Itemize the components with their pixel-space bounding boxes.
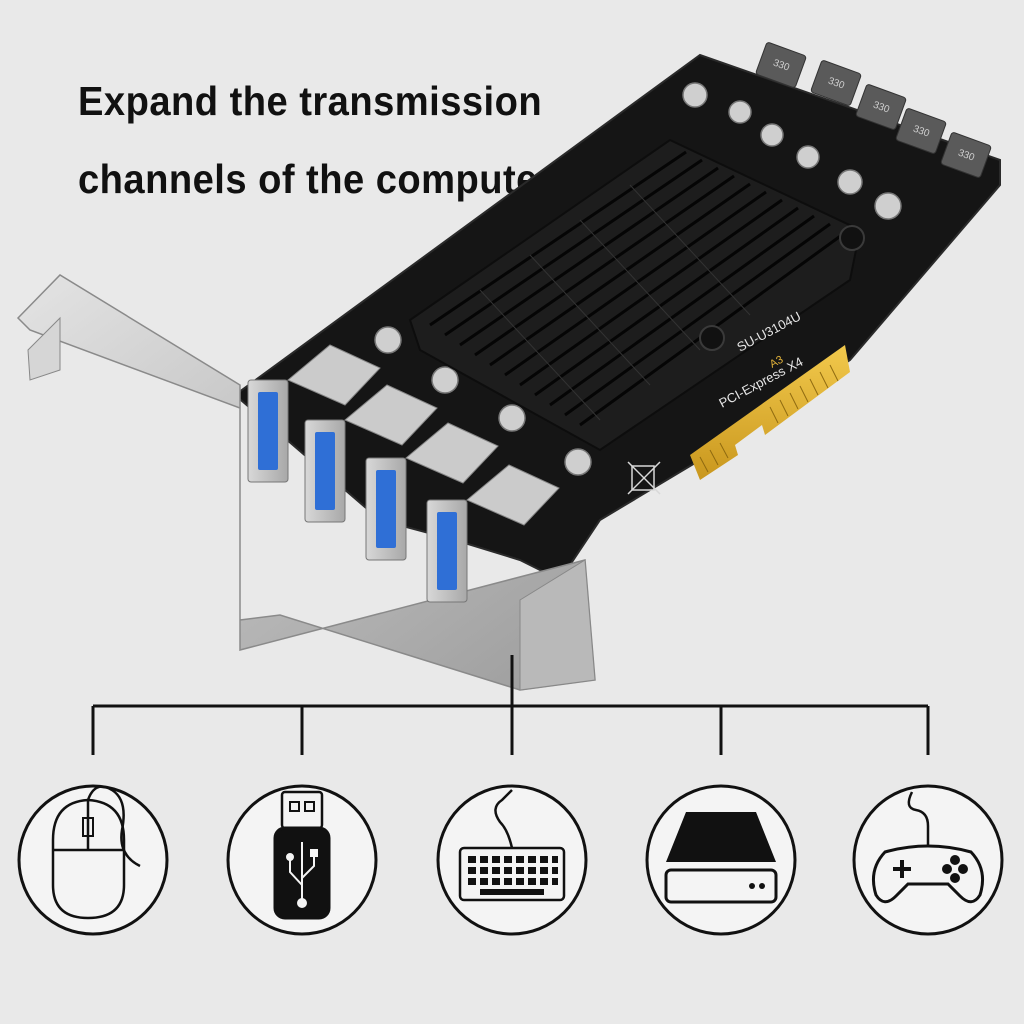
heatsink [408,138,865,452]
headline-line-2: channels of the computer [78,156,554,202]
inductor-row [755,42,992,178]
pcie-card: 330 330 330 330 330 [233,42,1001,582]
device-icon-row [17,784,1004,936]
heatsink-pin-2 [839,225,865,251]
weee-mark-icon [627,461,661,495]
metal-bracket [16,274,596,691]
pcie-gold-connector [690,345,850,480]
headline-line-1: Expand the transmission [78,78,543,124]
mouse-icon [17,784,169,936]
keyboard-icon [436,784,588,936]
hard-drive-icon [645,784,797,936]
usb-port-3 [365,422,499,561]
gamepad-icon [852,784,1004,936]
headline: Expand the transmission channels of the … [78,62,553,218]
usb-port-4 [426,464,560,603]
connection-tree [91,655,930,755]
usb-port-1 [247,344,381,483]
usb-ports [247,344,560,603]
usb-port-2 [304,384,438,523]
heatsink-pin-1 [699,325,725,351]
capacitors [374,82,902,476]
revision-label: A3 [768,354,786,371]
usb-drive-icon [226,784,378,936]
lane-label: X4 [784,354,805,375]
